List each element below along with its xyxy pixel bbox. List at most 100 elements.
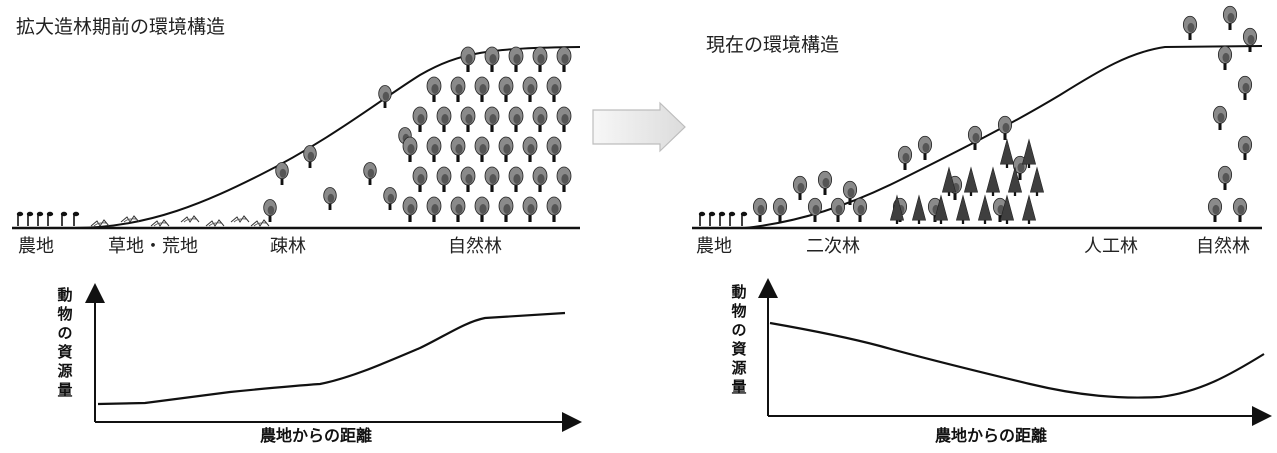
broadleaf-tree-icon xyxy=(997,115,1013,140)
right-x-axis-label: 農地からの距離 xyxy=(935,426,1048,445)
broadleaf-tree-icon xyxy=(852,197,868,222)
crop-icon xyxy=(740,211,748,226)
broadleaf-tree-icon xyxy=(378,85,392,108)
broadleaf-tree-icon xyxy=(897,145,913,170)
grass-icon xyxy=(120,215,140,223)
right-landscape xyxy=(692,5,1263,230)
conifer-tree-icon xyxy=(1021,138,1037,168)
broadleaf-tree-icon xyxy=(532,106,548,132)
left-zone-label-natural-forest: 自然林 xyxy=(448,236,502,257)
crop-icon xyxy=(698,211,706,226)
broadleaf-tree-icon xyxy=(508,46,524,72)
broadleaf-tree-icon xyxy=(1182,15,1198,40)
broadleaf-tree-icon xyxy=(752,197,768,222)
broadleaf-tree-icon xyxy=(1207,197,1223,222)
conifer-tree-icon xyxy=(1021,194,1037,224)
conifer-tree-icon xyxy=(941,166,957,196)
broadleaf-tree-icon xyxy=(772,197,788,222)
broadleaf-tree-icon xyxy=(830,197,846,222)
right-y-axis-label: 動物の資源量 xyxy=(731,283,747,396)
broadleaf-tree-icon xyxy=(1217,165,1233,190)
conifer-tree-icon xyxy=(1029,166,1045,196)
broadleaf-tree-icon xyxy=(1232,197,1248,222)
broadleaf-tree-icon xyxy=(498,136,514,162)
left-zone-label-grassland: 草地・荒地 xyxy=(108,236,198,257)
broadleaf-tree-icon xyxy=(817,170,833,195)
broadleaf-tree-icon xyxy=(460,46,476,72)
broadleaf-tree-icon xyxy=(1212,105,1228,130)
right-zone-label-natural-forest: 自然林 xyxy=(1196,236,1250,257)
left-resource-curve xyxy=(97,311,566,406)
grass-icon xyxy=(150,219,170,227)
broadleaf-tree-icon xyxy=(484,106,500,132)
broadleaf-tree-icon xyxy=(436,106,452,132)
broadleaf-tree-icon xyxy=(460,166,476,192)
broadleaf-tree-icon xyxy=(426,136,442,162)
crop-icon xyxy=(728,211,736,226)
conifer-tree-icon xyxy=(999,138,1015,168)
broadleaf-tree-icon xyxy=(402,196,418,222)
broadleaf-tree-icon xyxy=(522,76,538,102)
conifer-tree-icon xyxy=(889,194,905,224)
left-zone-label-farmland: 農地 xyxy=(18,236,54,257)
conifer-tree-icon xyxy=(999,194,1015,224)
broadleaf-tree-icon xyxy=(426,196,442,222)
broadleaf-tree-icon xyxy=(556,166,572,192)
broadleaf-tree-icon xyxy=(532,166,548,192)
crop-icon xyxy=(60,211,68,226)
right-title: 現在の環境構造 xyxy=(706,34,840,56)
broadleaf-tree-icon xyxy=(546,76,562,102)
broadleaf-tree-icon xyxy=(546,196,562,222)
broadleaf-tree-icon xyxy=(323,187,337,210)
left-tree-group xyxy=(263,46,572,222)
crop-icon xyxy=(46,211,54,226)
grass-icon xyxy=(205,219,225,227)
right-resource-curve xyxy=(769,321,1265,399)
grass-icon xyxy=(250,219,270,227)
conifer-tree-icon xyxy=(1007,166,1023,196)
left-landscape xyxy=(12,46,581,230)
broadleaf-tree-icon xyxy=(556,46,572,72)
grass-icon xyxy=(180,215,200,223)
broadleaf-tree-icon xyxy=(1222,5,1238,30)
broadleaf-tree-icon xyxy=(474,196,490,222)
broadleaf-tree-icon xyxy=(426,76,442,102)
conifer-tree-icon xyxy=(933,194,949,224)
right-crop-group xyxy=(698,211,748,226)
crop-icon xyxy=(26,211,34,226)
crop-icon xyxy=(708,211,716,226)
broadleaf-tree-icon xyxy=(412,166,428,192)
right-tree-group xyxy=(752,5,1258,224)
broadleaf-tree-icon xyxy=(450,196,466,222)
crop-icon xyxy=(36,211,44,226)
broadleaf-tree-icon xyxy=(1217,45,1233,70)
broadleaf-tree-icon xyxy=(436,166,452,192)
broadleaf-tree-icon xyxy=(508,166,524,192)
left-zone-label-sparse-forest: 疎林 xyxy=(270,236,306,257)
broadleaf-tree-icon xyxy=(450,76,466,102)
crop-icon xyxy=(16,211,24,226)
broadleaf-tree-icon xyxy=(363,162,377,185)
broadleaf-tree-icon xyxy=(402,136,418,162)
grass-icon xyxy=(230,215,250,223)
broadleaf-tree-icon xyxy=(303,145,317,168)
right-arrow-shape xyxy=(592,101,686,153)
right-zone-label-secondary-forest: 二次林 xyxy=(806,236,860,257)
broadleaf-tree-icon xyxy=(842,180,858,205)
broadleaf-tree-icon xyxy=(263,199,277,222)
grass-icon xyxy=(90,219,110,227)
conifer-tree-icon xyxy=(955,194,971,224)
left-graph xyxy=(85,283,582,432)
right-zone-label-farmland: 農地 xyxy=(696,236,732,257)
broadleaf-tree-icon xyxy=(792,175,808,200)
conifer-tree-icon xyxy=(911,194,927,224)
broadleaf-tree-icon xyxy=(275,162,289,185)
transition-arrow xyxy=(592,101,686,153)
broadleaf-tree-icon xyxy=(484,166,500,192)
broadleaf-tree-icon xyxy=(522,136,538,162)
broadleaf-tree-icon xyxy=(917,135,933,160)
crop-icon xyxy=(718,211,726,226)
left-crop-group xyxy=(16,211,80,226)
